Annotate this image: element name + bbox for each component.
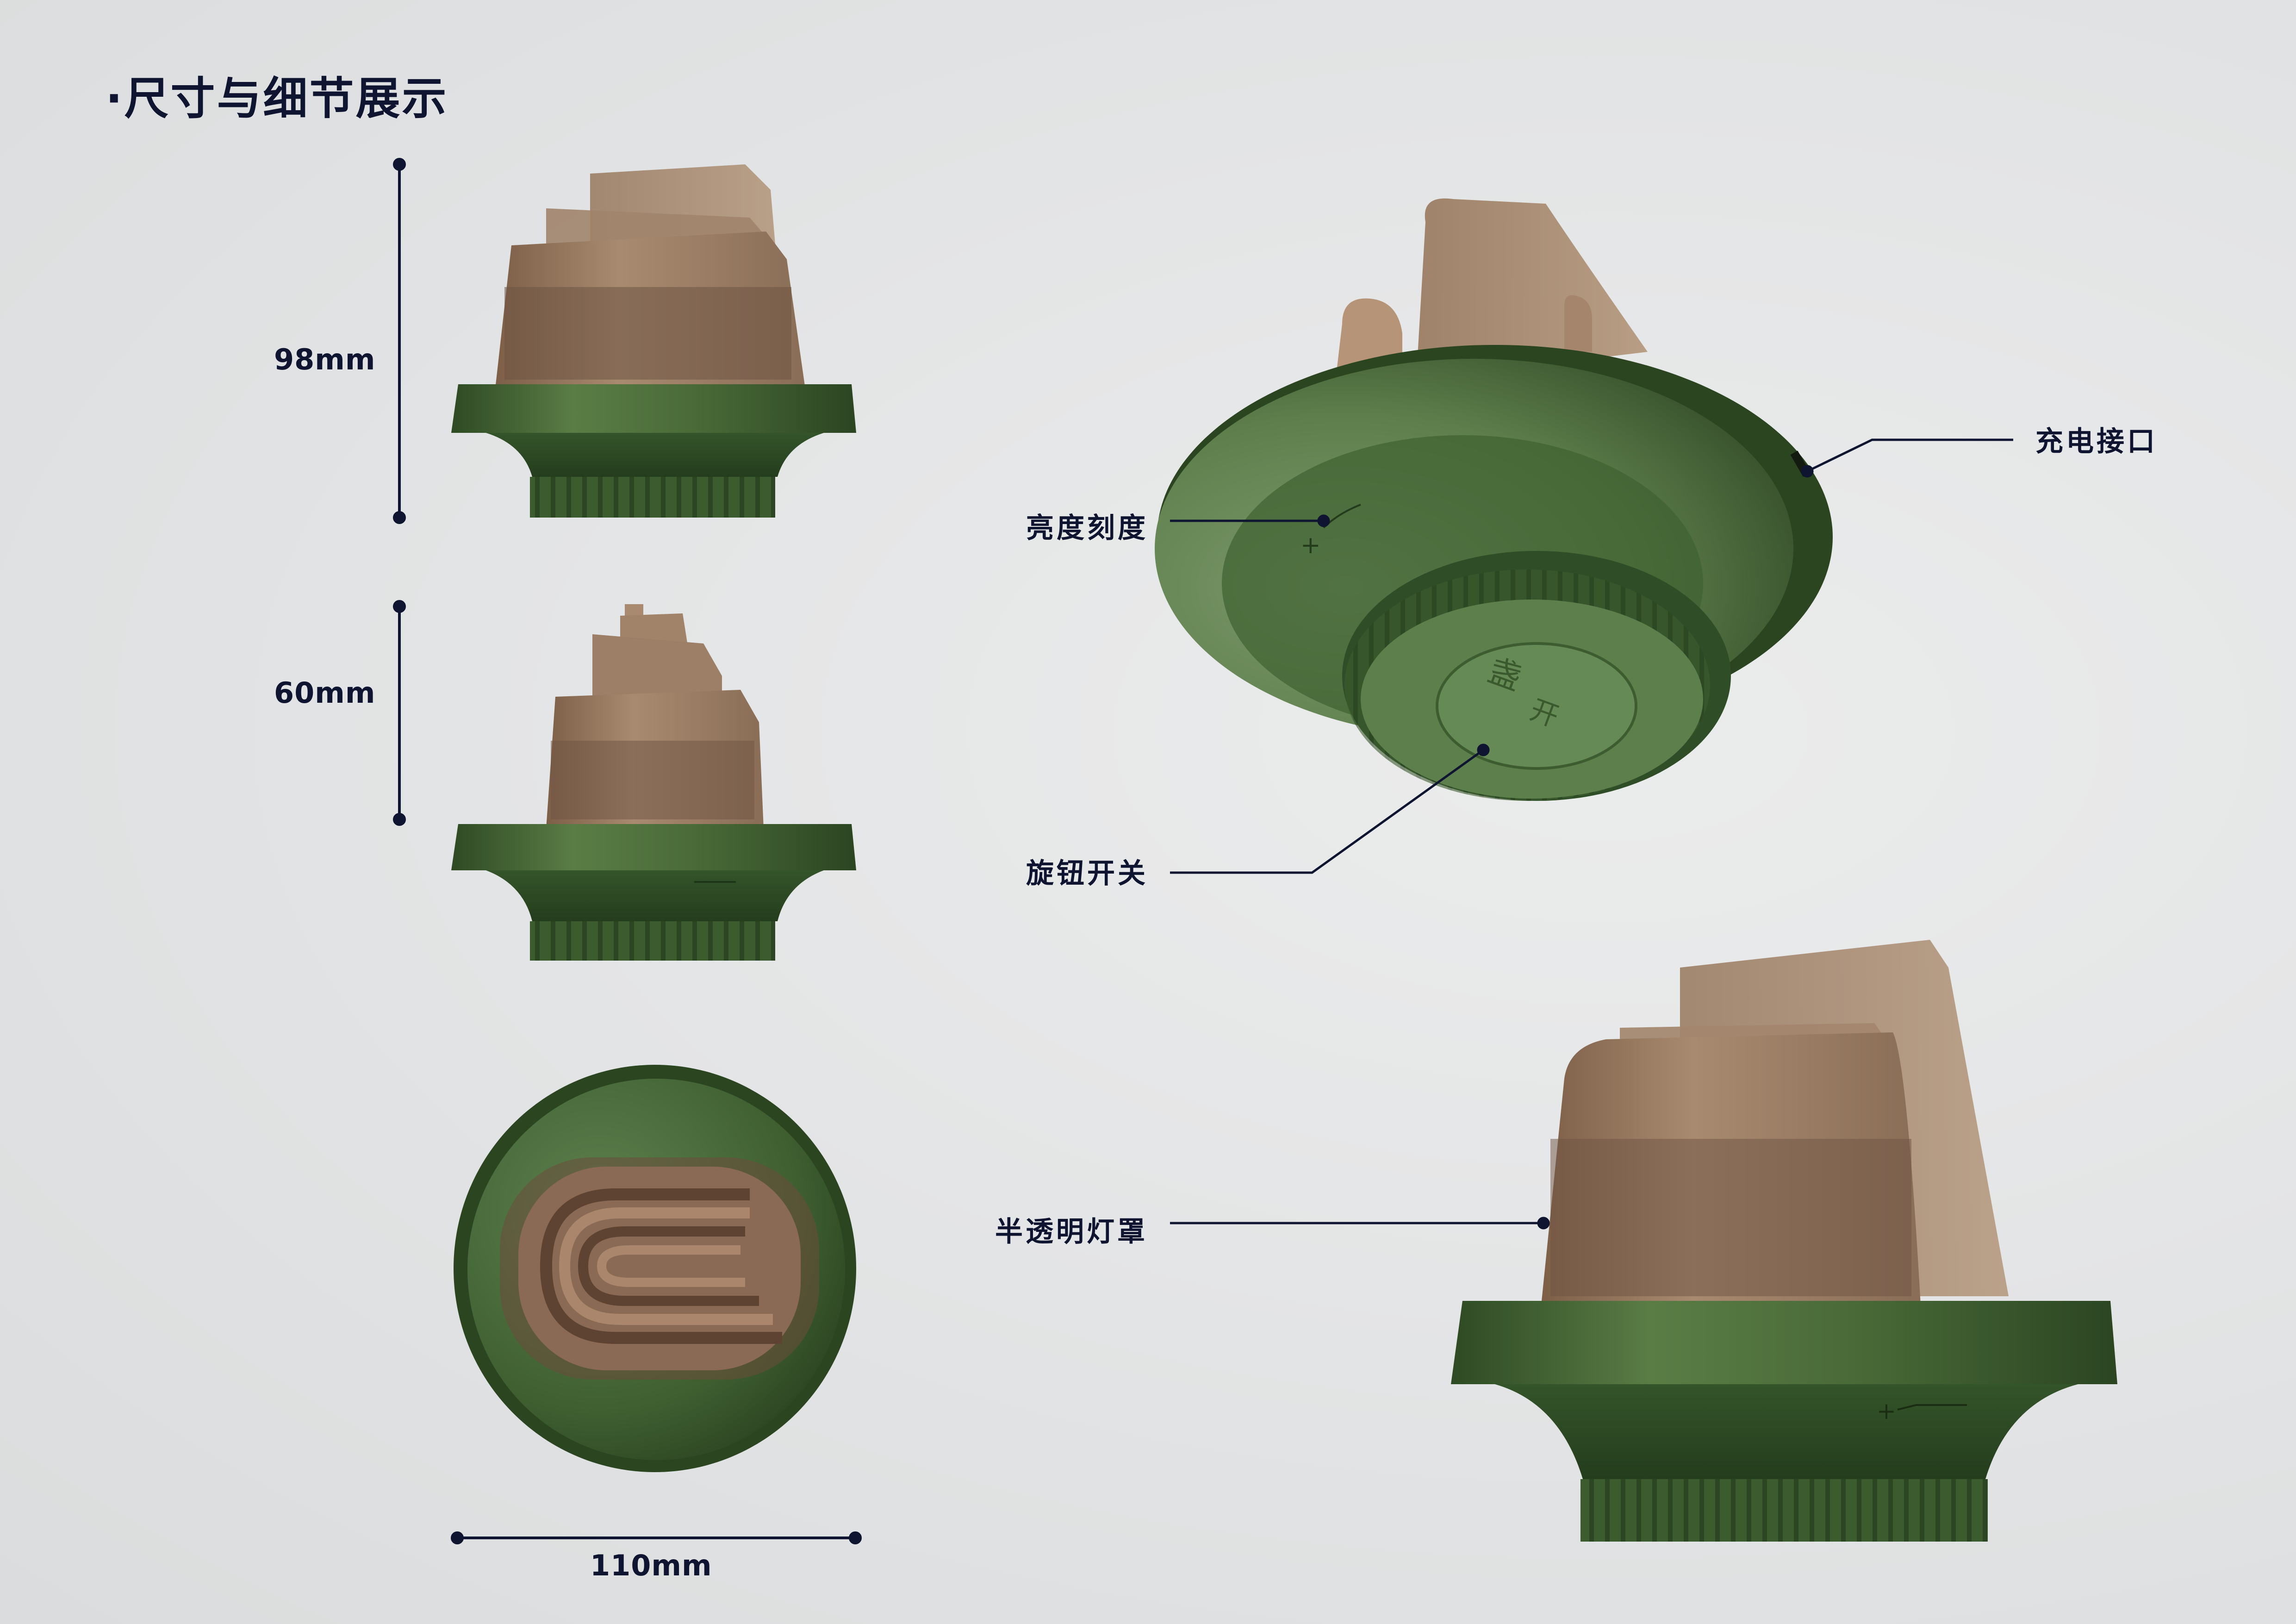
lamp-side-view-compact xyxy=(451,604,856,961)
leader-brightness xyxy=(1170,514,1330,527)
dimension-label-diameter: 110mm xyxy=(590,1549,712,1582)
svg-text:+: + xyxy=(1300,531,1321,559)
dimension-line-diameter xyxy=(451,1531,862,1544)
dimension-line-full xyxy=(393,158,406,524)
lamp-side-view-full xyxy=(451,164,856,518)
leader-shade xyxy=(1170,1217,1550,1230)
lamp-bottom-perspective: 盏 开 + xyxy=(1155,198,1833,801)
callout-translucent-shade: 半透明灯罩 xyxy=(995,1216,1148,1248)
dimension-label-height-compact: 60mm xyxy=(274,676,376,710)
leader-charging-port xyxy=(1801,438,2013,478)
svg-text:+: + xyxy=(1877,1398,1896,1424)
dimension-label-height-full: 98mm xyxy=(274,343,376,376)
callout-brightness-scale: 亮度刻度 xyxy=(1026,512,1148,544)
callout-knob-switch: 旋钮开关 xyxy=(1026,857,1148,890)
leader-knob xyxy=(1170,743,1490,874)
callout-charging-port: 充电接口 xyxy=(2035,425,2158,458)
lamp-side-view-large: + xyxy=(1451,940,2117,1542)
page-title: ·尺寸与细节展示 xyxy=(106,73,448,125)
dimension-line-compact xyxy=(393,600,406,826)
lamp-top-view xyxy=(454,1065,856,1472)
